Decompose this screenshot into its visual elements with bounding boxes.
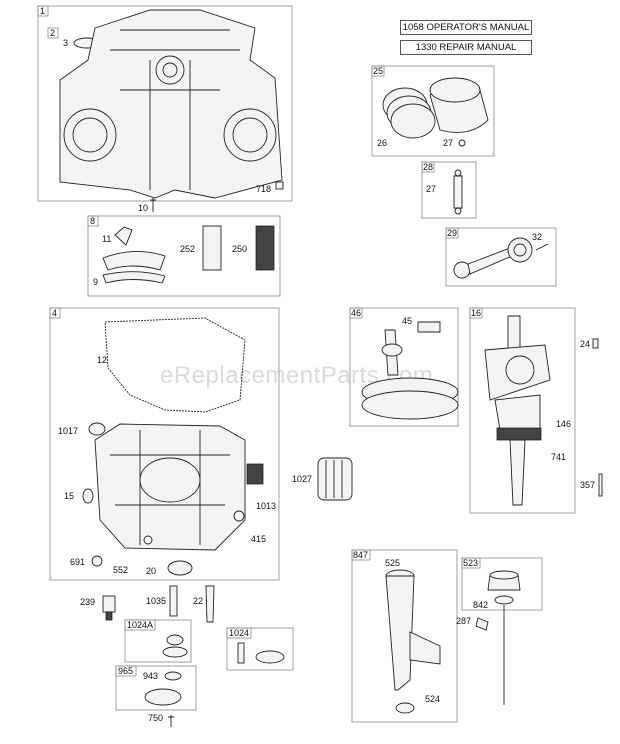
- oil-seal-20: [167, 560, 193, 576]
- group-box-28: [421, 161, 477, 219]
- callout-525: 525: [385, 558, 400, 568]
- dipstick-cap: [487, 570, 521, 591]
- callout-28: 28: [423, 162, 433, 172]
- cylinder-block: [59, 9, 283, 199]
- group-box-847: [351, 549, 458, 723]
- group-box-8: [87, 215, 281, 297]
- crankshaft: [484, 315, 551, 506]
- piston-pin: [453, 175, 463, 209]
- callout-847: 847: [353, 550, 368, 560]
- callout-741: 741: [551, 452, 566, 462]
- callout-1035: 1035: [146, 596, 166, 606]
- callout-10: 10: [138, 203, 148, 213]
- sump: [94, 423, 246, 551]
- callout-1013: 1013: [256, 501, 276, 511]
- group-box-16: [469, 307, 576, 514]
- callout-287: 287: [456, 616, 471, 626]
- group-box-1024A: [124, 619, 192, 663]
- sump-gasket: [104, 317, 246, 413]
- filter-250: [255, 225, 275, 271]
- tappet-45: [417, 321, 441, 333]
- callout-25: 25: [373, 66, 383, 76]
- callout-3: 3: [63, 38, 68, 48]
- callout-1024A: 1024A: [127, 620, 153, 630]
- callout-2: 2: [50, 28, 55, 38]
- callout-15: 15: [64, 491, 74, 501]
- oil-filter-1027: [317, 457, 353, 501]
- callout-718: 718: [256, 184, 271, 194]
- piston-rings: [382, 87, 436, 139]
- group-box-523: [461, 557, 543, 611]
- filter-1013: [246, 463, 264, 485]
- group-box-46: [349, 307, 459, 427]
- operators-manual-label: 1058 OPERATOR'S MANUAL: [400, 20, 532, 35]
- callout-239: 239: [80, 597, 95, 607]
- callout-11: 11: [102, 234, 111, 244]
- callout-146: 146: [556, 419, 571, 429]
- callout-415: 415: [251, 534, 266, 544]
- callout-24: 24: [580, 339, 590, 349]
- dipstick-tube: [385, 569, 441, 691]
- callout-27b: 27: [426, 184, 436, 194]
- callout-691: 691: [70, 557, 85, 567]
- callout-29: 29: [447, 228, 457, 238]
- breather-tube-11: [114, 226, 133, 246]
- group-box-1024: [226, 627, 294, 671]
- callout-27a: 27: [443, 138, 453, 148]
- callout-750: 750: [148, 713, 163, 723]
- camshaft: [361, 329, 459, 420]
- callout-8: 8: [90, 216, 95, 226]
- callout-4: 4: [52, 308, 57, 318]
- connecting-rod: [453, 237, 533, 279]
- callout-1: 1: [40, 6, 45, 16]
- callout-46: 46: [351, 308, 361, 318]
- callout-250: 250: [232, 244, 247, 254]
- callout-1017: 1017: [58, 426, 78, 436]
- fitting-1035: [169, 585, 178, 617]
- callout-32: 32: [532, 232, 542, 242]
- callout-1024: 1024: [229, 628, 249, 638]
- callout-22: 22: [193, 596, 203, 606]
- callout-965: 965: [118, 666, 133, 676]
- piston: [429, 77, 489, 133]
- callout-552: 552: [113, 565, 128, 575]
- gasket-9: [102, 271, 166, 284]
- oil-pressure-switch-239: [102, 595, 116, 621]
- repair-manual-label: 1330 REPAIR MANUAL: [400, 40, 532, 55]
- callout-20: 20: [146, 566, 156, 576]
- breather-cover: [102, 251, 166, 271]
- callout-357: 357: [580, 480, 595, 490]
- bolt-22: [205, 585, 215, 623]
- callout-1027: 1027: [292, 474, 312, 484]
- callout-523: 523: [463, 558, 478, 568]
- group-box-29: [445, 227, 557, 287]
- callout-252: 252: [180, 244, 195, 254]
- callout-26: 26: [377, 138, 387, 148]
- callout-842: 842: [473, 600, 488, 610]
- callout-9: 9: [93, 277, 98, 287]
- group-box-25: [371, 65, 495, 157]
- callout-943: 943: [143, 671, 158, 681]
- filter-252: [202, 225, 222, 271]
- group-box-1: [37, 5, 293, 202]
- callout-16: 16: [471, 308, 481, 318]
- callout-45: 45: [402, 316, 412, 326]
- group-box-965: [115, 665, 197, 711]
- callout-12: 12: [97, 355, 107, 365]
- group-box-4: [49, 307, 280, 581]
- callout-524: 524: [425, 694, 440, 704]
